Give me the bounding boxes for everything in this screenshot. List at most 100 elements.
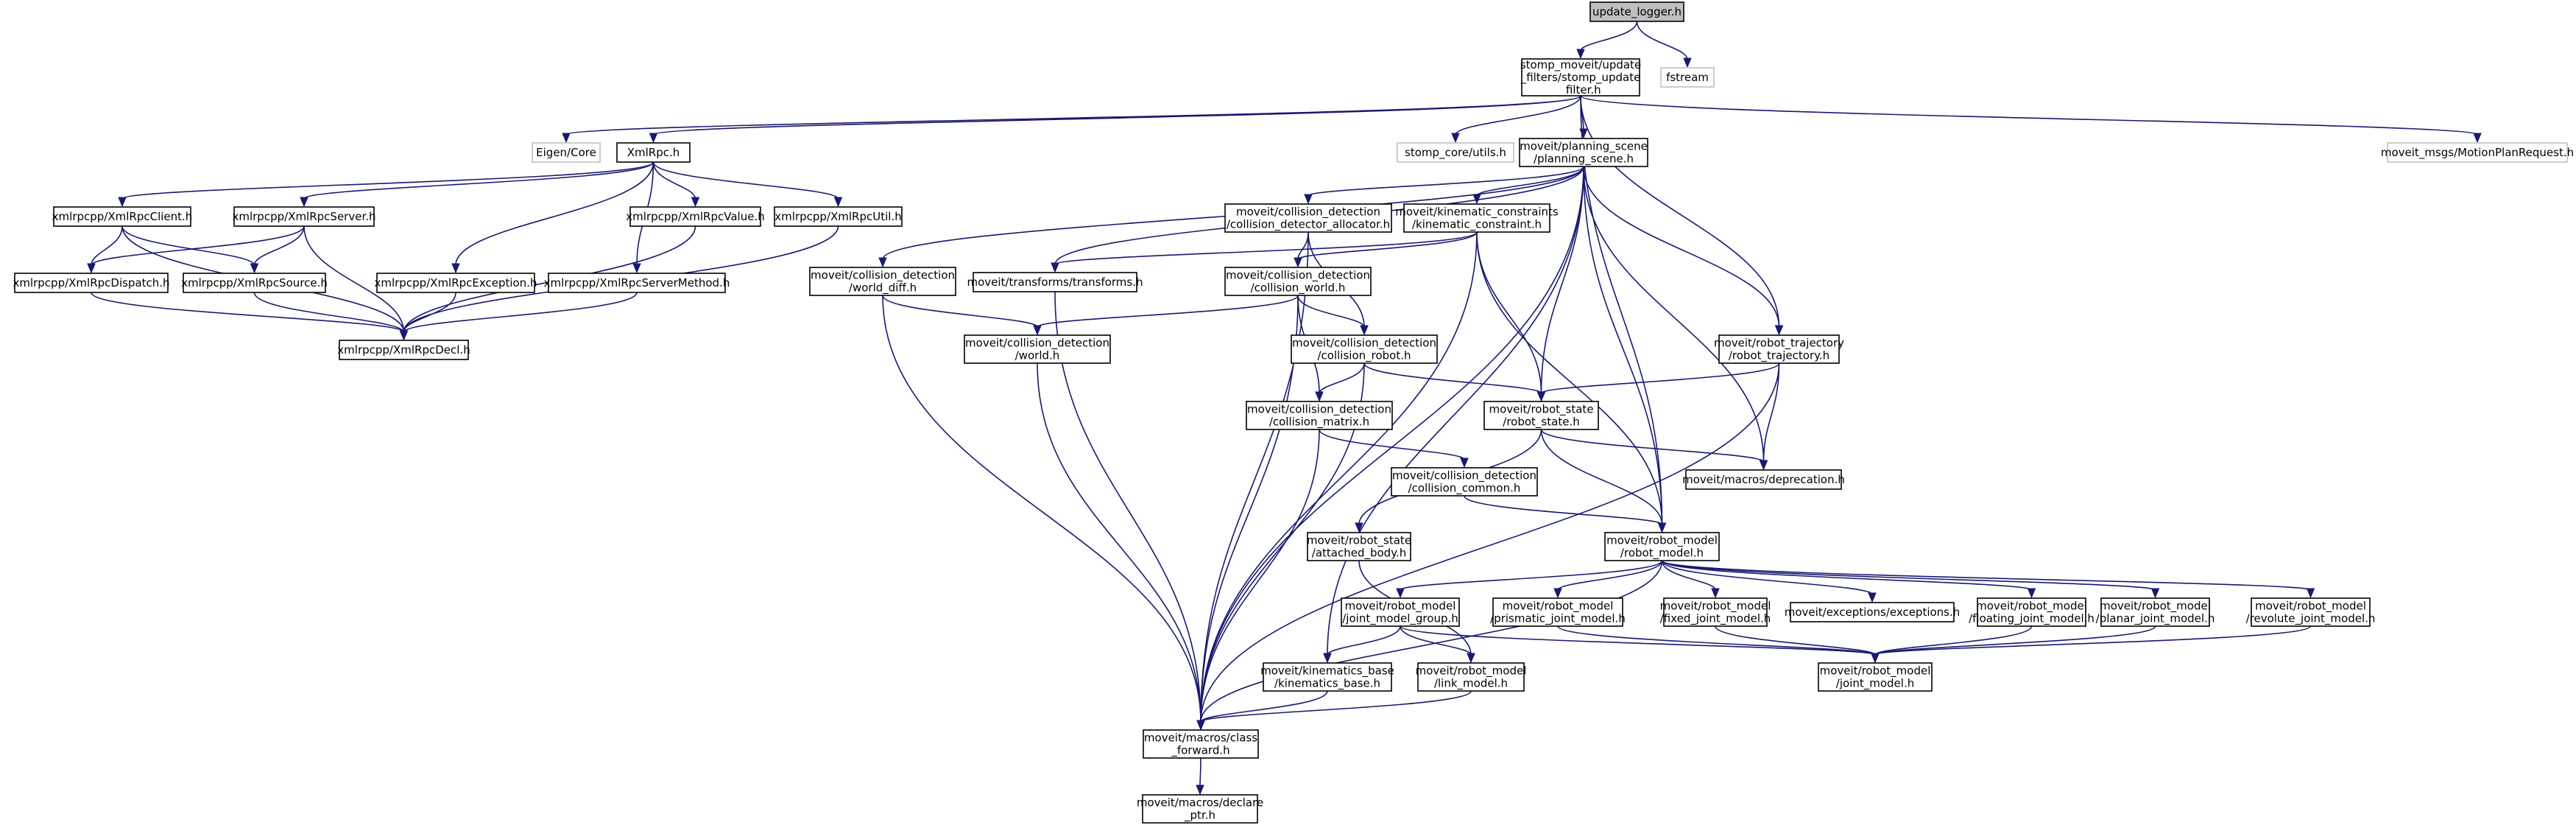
edge-line xyxy=(1540,429,1663,525)
node-xmlrpcpp-xmlrpcdecl-h[interactable]: xmlrpcpp/XmlRpcDecl.h xyxy=(337,340,470,360)
node-label-line: /link_model.h xyxy=(1434,677,1508,691)
node-label-line: xmlrpcpp/XmlRpcUtil.h xyxy=(774,210,901,223)
edge-arrowhead xyxy=(1711,588,1720,599)
node-moveit-collision-detection-collision-common-h[interactable]: moveit/collision_detection/collision_com… xyxy=(1391,467,1538,497)
node-moveit-kinematics-base-kinematics-base-h[interactable]: moveit/kinematics_base/kinematics_base.h xyxy=(1260,662,1394,692)
node-label-line: moveit/kinematic_constraints xyxy=(1395,206,1559,220)
edge-line xyxy=(303,225,405,333)
node-label-line: moveit/robot_state xyxy=(1307,534,1411,548)
node-label-line: moveit/robot_state xyxy=(1489,403,1593,417)
node-moveit-collision-detection-world-h[interactable]: moveit/collision_detection/world.h xyxy=(964,334,1111,364)
node-xmlrpcpp-xmlrpcsource-h[interactable]: xmlrpcpp/XmlRpcSource.h xyxy=(181,273,328,293)
edge-arrowhead xyxy=(1033,325,1042,336)
edge-line xyxy=(1400,560,1663,591)
node-moveit-kinematic-constraints-kinematic-constraint-h[interactable]: moveit/kinematic_constraints/kinematic_c… xyxy=(1395,203,1559,233)
node-moveit-collision-detection-world-diff-h[interactable]: moveit/collision_detection/world_diff.h xyxy=(809,267,956,296)
edge-line xyxy=(1455,95,1581,136)
node-moveit-macros-class-forward-h[interactable]: moveit/macros/class_forward.h xyxy=(1143,729,1259,759)
edge-n12-to-n16 xyxy=(91,292,409,341)
node-moveit-transforms-transforms-h[interactable]: moveit/transforms/transforms.h xyxy=(967,272,1143,292)
node-xmlrpcpp-xmlrpcserver-h[interactable]: xmlrpcpp/XmlRpcServer.h xyxy=(232,206,376,227)
edge-line xyxy=(403,292,638,333)
edge-line xyxy=(882,295,1201,723)
node-moveit-robot-trajectory-robot-trajectory-h[interactable]: moveit/robot_trajectory/robot_trajectory… xyxy=(1714,334,1844,364)
node-label-line: moveit/collision_detection xyxy=(1392,469,1536,483)
edge-line xyxy=(1540,362,1780,394)
edge-line xyxy=(1297,231,1478,260)
node-update-logger-h: update_logger.h xyxy=(1589,1,1684,22)
node-label-line: moveit/transforms/transforms.h xyxy=(967,276,1143,289)
edge-arrowhead xyxy=(300,197,308,208)
node-moveit-exceptions-exceptions-h[interactable]: moveit/exceptions/exceptions.h xyxy=(1785,602,1961,622)
node-moveit-collision-detection-collision-matrix-h[interactable]: moveit/collision_detection/collision_mat… xyxy=(1246,401,1393,430)
node-moveit-robot-model-robot-model-h[interactable]: moveit/robot_model/robot_model.h xyxy=(1604,532,1720,561)
node-xmlrpcpp-xmlrpcservermethod-h[interactable]: xmlrpcpp/XmlRpcServerMethod.h xyxy=(544,273,730,293)
node-moveit-robot-state-robot-state-h[interactable]: moveit/robot_state/robot_state.h xyxy=(1483,401,1599,430)
node-box xyxy=(532,142,601,163)
node-eigen-core: Eigen/Core xyxy=(532,142,601,163)
node-label-line: update_logger.h xyxy=(1592,5,1682,19)
node-xmlrpcpp-xmlrpcdispatch-h[interactable]: xmlrpcpp/XmlRpcDispatch.h xyxy=(13,273,170,293)
node-moveit-robot-model-floating-joint-model-h[interactable]: moveit/robot_model/floating_joint_model.… xyxy=(1969,597,2095,627)
node-label-line: /prismatic_joint_model.h xyxy=(1490,612,1626,626)
edge-line xyxy=(1874,625,2312,656)
node-box xyxy=(1224,203,1392,233)
node-xmlrpcpp-xmlrpcvalue-h[interactable]: xmlrpcpp/XmlRpcValue.h xyxy=(626,206,765,227)
node-moveit-robot-model-prismatic-joint-model-h[interactable]: moveit/robot_model/prismatic_joint_model… xyxy=(1490,597,1626,627)
node-moveit-robot-model-link-model-h[interactable]: moveit/robot_model/link_model.h xyxy=(1416,662,1527,692)
edge-arrowhead xyxy=(1683,57,1692,69)
node-moveit-robot-model-joint-model-group-h[interactable]: moveit/robot_model/joint_model_group.h xyxy=(1341,597,1460,627)
node-box xyxy=(774,206,903,227)
edge-n30-to-n33 xyxy=(1661,560,1720,599)
node-xmlrpcpp-xmlrpcutil-h[interactable]: xmlrpcpp/XmlRpcUtil.h xyxy=(774,206,903,227)
edge-line xyxy=(1200,690,1472,723)
node-moveit-collision-detection-collision-detector-allocator-h[interactable]: moveit/collision_detection/collision_det… xyxy=(1224,203,1392,233)
edge-arrowhead xyxy=(2150,588,2160,599)
edge-n4-to-n11 xyxy=(652,161,843,208)
node-moveit-macros-declare-ptr-h[interactable]: moveit/macros/declare_ptr.h xyxy=(1137,794,1263,824)
edge-arrowhead xyxy=(1774,325,1784,336)
edge-n24-to-n25 xyxy=(1315,362,1365,402)
node-box xyxy=(1397,142,1514,163)
node-stomp-moveit-update-filters-stomp-update-filter-h[interactable]: stomp_moveit/update_filters/stomp_update… xyxy=(1520,58,1641,97)
edge-n41-to-n42 xyxy=(1196,757,1204,796)
node-moveit-robot-model-joint-model-h[interactable]: moveit/robot_model/joint_model.h xyxy=(1818,662,1933,692)
node-label-line: stomp_core/utils.h xyxy=(1405,146,1506,160)
node-moveit-macros-deprecation-h[interactable]: moveit/macros/deprecation.h xyxy=(1682,469,1845,490)
node-box xyxy=(973,272,1137,292)
edge-arrowhead xyxy=(118,197,127,208)
node-label-line: /fixed_joint_model.h xyxy=(1660,612,1771,626)
node-xmlrpcpp-xmlrpcclient-h[interactable]: xmlrpcpp/XmlRpcClient.h xyxy=(52,206,193,227)
node-label-line: _forward.h xyxy=(1171,744,1229,758)
node-label-line: xmlrpcpp/XmlRpcClient.h xyxy=(52,210,193,223)
edge-line xyxy=(1583,166,1663,525)
edge-line xyxy=(1580,95,1663,525)
edge-line xyxy=(1636,21,1688,60)
node-moveit-collision-detection-collision-robot-h[interactable]: moveit/collision_detection/collision_rob… xyxy=(1291,334,1438,364)
node-label-line: /collision_world.h xyxy=(1251,281,1346,295)
edge-line xyxy=(1476,166,1584,197)
node-moveit-robot-model-revolute-joint-model-h[interactable]: moveit/robot_model/revolute_joint_model.… xyxy=(2246,597,2376,627)
node-box xyxy=(339,340,469,360)
node-moveit-planning-scene-planning-scene-h[interactable]: moveit/planning_scene/planning_scene.h xyxy=(1519,138,1648,167)
node-moveit-robot-model-planar-joint-model-h[interactable]: moveit/robot_model/planar_joint_model.h xyxy=(2096,597,2215,627)
node-xmlrpcpp-xmlrpcexception-h[interactable]: xmlrpcpp/XmlRpcException.h xyxy=(374,273,537,293)
node-label-line: moveit/planning_scene xyxy=(1520,140,1648,154)
edge-n22-to-n26 xyxy=(1536,362,1780,402)
node-box xyxy=(2251,597,2371,627)
node-box xyxy=(2100,597,2210,627)
edge-arrowhead xyxy=(1355,522,1363,533)
node-moveit-robot-model-fixed-joint-model-h[interactable]: moveit/robot_model/fixed_joint_model.h xyxy=(1660,597,1771,627)
edge-arrowhead xyxy=(833,197,843,208)
node-xmlrpc-h[interactable]: XmlRpc.h xyxy=(616,142,691,163)
node-label-line: /world_diff.h xyxy=(849,281,917,295)
node-box xyxy=(1604,532,1720,561)
node-moveit-robot-state-attached-body-h[interactable]: moveit/robot_state/attached_body.h xyxy=(1307,532,1411,561)
node-label-line: /robot_state.h xyxy=(1503,415,1579,429)
node-moveit-collision-detection-collision-world-h[interactable]: moveit/collision_detection/collision_wor… xyxy=(1224,267,1372,296)
edge-line xyxy=(1580,95,2478,136)
node-box xyxy=(809,267,956,296)
node-label-line: /joint_model_group.h xyxy=(1342,612,1458,626)
node-label-line: xmlrpcpp/XmlRpcServerMethod.h xyxy=(544,276,730,290)
